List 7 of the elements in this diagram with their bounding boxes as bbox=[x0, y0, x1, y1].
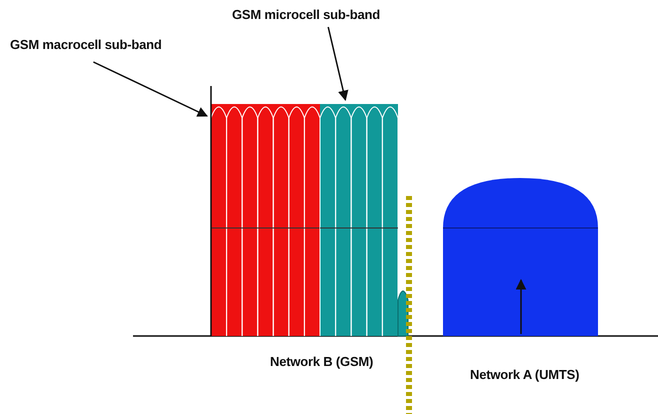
callout-label: GSM macrocell sub-band bbox=[10, 37, 162, 52]
region-label: Network B (GSM) bbox=[270, 354, 374, 369]
callout-label: GSM microcell sub-band bbox=[232, 7, 380, 22]
region-label: Network A (UMTS) bbox=[470, 367, 580, 382]
leader-line bbox=[93, 61, 208, 117]
sub-band-drawing bbox=[210, 104, 320, 336]
leader-line bbox=[327, 26, 348, 102]
